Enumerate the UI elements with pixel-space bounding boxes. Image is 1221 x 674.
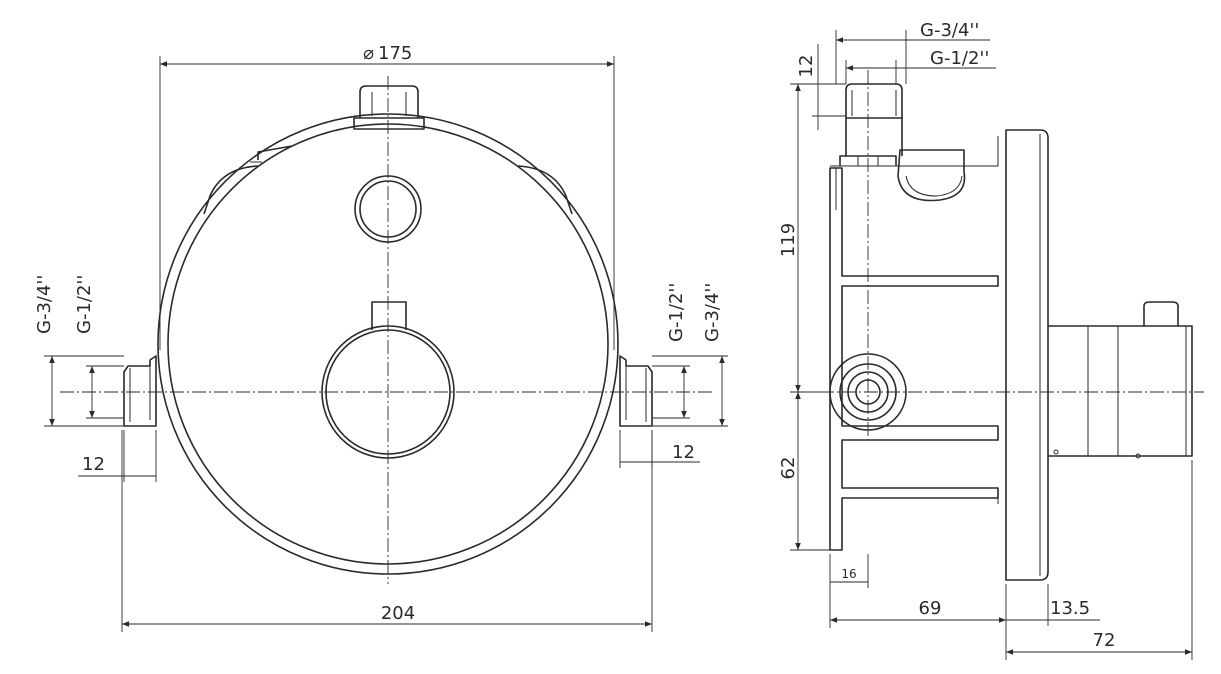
left-thread-inner-label: G-1/2'' (74, 275, 95, 334)
top-thread-inner-label: G-1/2'' (930, 48, 989, 69)
flange-offset-value: 16 (841, 567, 856, 581)
right-thread-outer-label: G-3/4'' (702, 283, 723, 342)
right-thread-dimensions: G-1/2'' G-3/4'' (652, 283, 728, 427)
depth-dimensions: 16 69 13.5 72 (829, 460, 1193, 660)
top-outlet-side (839, 83, 903, 166)
diameter-value: 175 (378, 43, 412, 64)
top-thread-outer-label: G-3/4'' (920, 20, 979, 41)
thermostat-handle-side (1048, 301, 1193, 459)
left-stub-dimension: 12 (78, 430, 157, 482)
lower-height-value: 62 (778, 457, 799, 480)
housing-outline-right (517, 165, 573, 215)
handle-depth-value: 72 (1093, 630, 1116, 651)
diameter-dimension: ⌀ 175 (159, 43, 615, 350)
left-thread-outer-label: G-3/4'' (34, 275, 55, 334)
height-dimensions: 119 62 (778, 83, 846, 551)
left-thread-dimensions: G-3/4'' G-1/2'' (34, 275, 124, 427)
cover-plate-side (997, 129, 1049, 581)
right-stub-value: 12 (672, 442, 695, 463)
right-thread-inner-label: G-1/2'' (666, 283, 687, 342)
left-inlet (123, 355, 157, 427)
right-inlet (619, 355, 653, 427)
left-stub-value: 12 (82, 454, 105, 475)
housing-outline-left (203, 145, 293, 215)
top-thread-dimensions: G-3/4'' G-1/2'' (835, 20, 996, 84)
upper-height-value: 119 (778, 223, 799, 257)
front-view: ⌀ 175 204 G-3/4'' G-1/2'' (34, 43, 728, 632)
top-stub-value: 12 (796, 55, 817, 78)
side-view: 119 62 12 G-3/4'' G-1/2'' 16 (778, 20, 1204, 660)
diameter-symbol: ⌀ (363, 43, 374, 64)
right-stub-dimension: 12 (619, 430, 700, 468)
valve-body-side (829, 165, 999, 551)
body-depth-value: 69 (919, 598, 942, 619)
top-outlet (353, 85, 425, 130)
top-stub-dimension: 12 (796, 44, 846, 130)
plate-thickness-value: 13.5 (1050, 598, 1090, 619)
width-dimension: 204 (121, 430, 653, 632)
diverter-side (897, 149, 966, 202)
width-value: 204 (381, 603, 415, 624)
